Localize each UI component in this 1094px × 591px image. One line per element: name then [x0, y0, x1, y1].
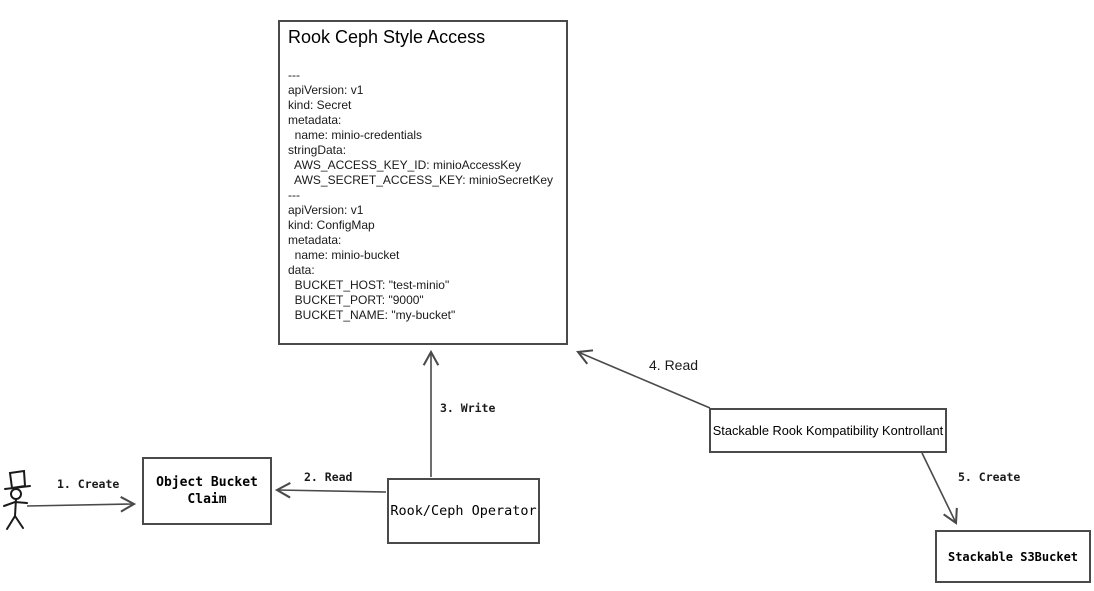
- node-rook-ceph-operator: Rook/Ceph Operator: [387, 478, 540, 544]
- node-object-bucket-claim-label: Object Bucket Claim: [156, 475, 258, 507]
- top-hat-crown: [8, 469, 27, 490]
- node-stackable-rook-kompatibility-kontrollant: Stackable Rook Kompatibility Kontrollant: [709, 408, 947, 453]
- arrow-5-create: [921, 452, 958, 525]
- head: [10, 488, 22, 500]
- edge-label-4-read: 4. Read: [649, 357, 699, 373]
- edge-label-1-create: 1. Create: [57, 477, 120, 491]
- rook-box-title: Rook Ceph Style Access: [288, 27, 486, 47]
- edge-label-5-create: 5. Create: [958, 470, 1021, 484]
- yaml-manifest-text: --- apiVersion: v1 kind: Secret metadata…: [288, 68, 553, 322]
- arrow-1-create: [26, 496, 137, 513]
- rook-ceph-style-access-box: Rook Ceph Style Access --- apiVersion: v…: [278, 20, 568, 345]
- arrow-4-read: [576, 349, 711, 409]
- edge-label-3-write: 3. Write: [440, 401, 496, 415]
- node-stackable-s3bucket-label: Stackable S3Bucket: [947, 549, 1079, 564]
- node-object-bucket-claim: Object Bucket Claim: [142, 457, 272, 525]
- node-rook-ceph-operator-label: Rook/Ceph Operator: [390, 503, 537, 519]
- legs: [6, 515, 24, 530]
- node-stackable-s3bucket: Stackable S3Bucket: [935, 530, 1091, 583]
- top-hat-brim: [4, 485, 31, 490]
- edge-label-2-read: 2. Read: [304, 470, 353, 484]
- arms: [3, 500, 28, 507]
- node-stackable-rook-kompatibility-kontrollant-label: Stackable Rook Kompatibility Kontrollant: [712, 423, 944, 438]
- arrow-2-read: [274, 482, 387, 499]
- user-stick-figure-icon: [3, 469, 31, 530]
